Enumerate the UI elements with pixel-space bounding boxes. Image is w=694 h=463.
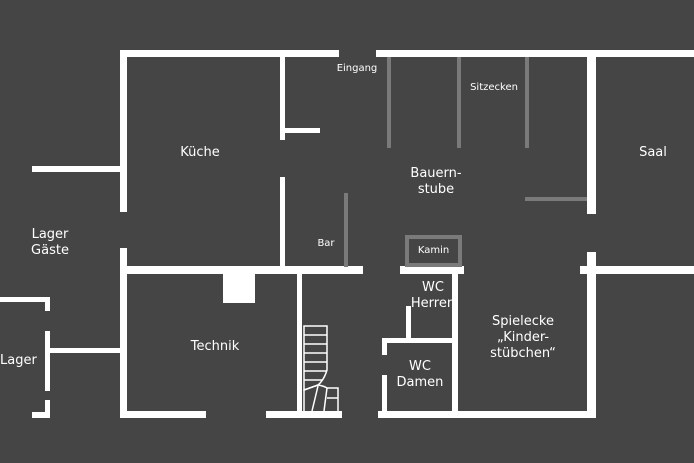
wall-saal-divider	[587, 57, 596, 214]
room-label-wc-damen: WC Damen	[392, 359, 448, 391]
room-label-line: stübchen“	[490, 346, 556, 361]
sitzecken-partition-2	[457, 57, 461, 148]
room-label-line: WC	[409, 359, 431, 374]
room-label-line: Spielecke	[492, 314, 554, 329]
walls	[0, 50, 694, 418]
room-label-technik: Technik	[190, 339, 240, 354]
wall-wc-damen-west-lower	[382, 375, 387, 418]
room-label-saal: Saal	[639, 145, 667, 160]
wall-top-left	[120, 50, 339, 57]
wall-wc-damen-west-upper	[382, 338, 387, 355]
wall-spielecke-east	[587, 252, 596, 418]
room-label-line: Gäste	[31, 243, 69, 258]
wall-west-lower	[120, 248, 127, 418]
room-label-line: Bauern-	[410, 166, 462, 181]
wall-west-upper	[120, 50, 127, 212]
wall-lager-top	[0, 297, 49, 302]
room-label-kueche: Küche	[180, 145, 220, 160]
wall-technik-east	[297, 274, 302, 418]
wall-kitchen-divider	[280, 57, 285, 140]
wall-saal-lower-horizontal	[580, 266, 694, 274]
wall-bottom-right	[378, 411, 596, 418]
stair-winder	[303, 384, 339, 411]
wall-wc-herren-east	[452, 274, 458, 418]
stair-step	[311, 385, 319, 412]
room-label-lager: Lager	[0, 353, 37, 368]
wall-lager-east-middle	[45, 331, 50, 391]
technik-shaft	[223, 274, 255, 303]
wall-lager-gaeste-top	[32, 166, 127, 172]
room-label-line: WC	[422, 280, 444, 295]
wall-middle-horizontal	[127, 266, 363, 274]
room-label-line: Lager	[31, 227, 69, 242]
partitions	[344, 57, 587, 267]
wall-top-right	[376, 50, 694, 57]
wall-wc-herren-lower	[406, 306, 411, 338]
stair-step	[323, 387, 328, 412]
wall-lager-east-lower	[45, 400, 50, 418]
staircase	[303, 325, 339, 412]
room-label-line: stube	[417, 182, 455, 197]
room-label-lager-gaeste: Lager Gäste	[24, 227, 76, 259]
label-bar: Bar	[317, 238, 335, 249]
wall-bottom-technik	[120, 411, 206, 418]
room-label-line: „Kinder-	[496, 330, 550, 345]
wall-lager-bottom	[32, 412, 50, 418]
room-label-line: Herren	[410, 296, 456, 311]
wall-lager-horizontal	[45, 348, 120, 353]
label-kamin: Kamin	[417, 245, 450, 256]
kamin-symbol	[405, 235, 462, 267]
sitzecken-partition-3	[525, 57, 529, 148]
wall-bottom-stairs	[266, 411, 342, 418]
saal-partition	[525, 197, 587, 201]
sitzecken-partition-1	[387, 57, 391, 148]
room-label-line: Damen	[396, 375, 444, 390]
wall-lager-east-upper	[45, 297, 50, 311]
label-eingang: Eingang	[336, 63, 378, 74]
bar-partition	[344, 193, 348, 267]
room-label-bauernstube: Bauern- stube	[400, 166, 472, 198]
room-label-wc-herren: WC Herren	[404, 280, 462, 312]
wall-wc-divider	[382, 338, 458, 343]
wall-kitchen-bar	[280, 177, 285, 269]
label-sitzecken: Sitzecken	[470, 82, 518, 93]
room-label-spielecke: Spielecke „Kinder- stübchen“	[482, 314, 564, 362]
wall-kitchen-stub	[280, 128, 320, 133]
wall-kamin-horizontal	[400, 266, 464, 274]
